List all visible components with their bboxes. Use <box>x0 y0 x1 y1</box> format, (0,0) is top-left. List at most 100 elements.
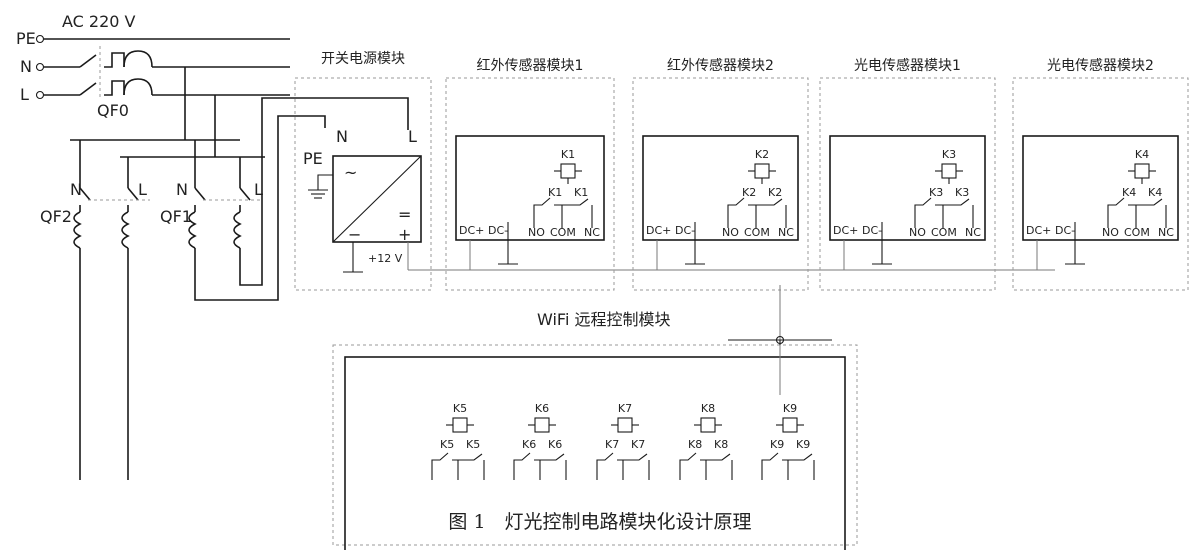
relay-coil <box>1134 163 1150 179</box>
wifi-nc-contact <box>788 453 813 461</box>
wifi-com-contact <box>534 459 541 480</box>
dcm-terminal: DC- <box>862 224 882 237</box>
psu-frame <box>294 77 432 291</box>
nc-contact <box>562 198 589 206</box>
wifi-com-contact <box>617 459 624 480</box>
wifi-relay-coil-label: K5 <box>453 402 467 415</box>
com-contact <box>1128 204 1137 228</box>
wifi-relay-coil <box>617 417 633 433</box>
no-terminal: NO <box>722 226 739 239</box>
com-contact <box>748 204 757 228</box>
sensor-title: 光电传感器模块2 <box>1047 57 1154 74</box>
wifi-board <box>344 356 846 550</box>
sensor-frame <box>632 77 809 291</box>
nc-contact <box>756 198 783 206</box>
qf1-l-to-psu <box>239 97 409 286</box>
psu-l-label: L <box>408 127 417 146</box>
pole-switch <box>239 187 251 201</box>
nc-contact-label: K1 <box>574 186 588 199</box>
pole-coil <box>188 211 197 249</box>
pe-label: PE <box>16 29 36 48</box>
pole-coil <box>73 211 82 249</box>
relay-coil-label: K1 <box>561 148 575 161</box>
psu-title: 开关电源模块 <box>321 51 405 67</box>
sensor-title: 红外传感器模块2 <box>667 57 774 74</box>
relay-coil <box>560 163 576 179</box>
dcm-terminal: DC- <box>1055 224 1075 237</box>
dcp-terminal: DC+ <box>459 224 484 237</box>
wifi-relay-coil <box>700 417 716 433</box>
qf1-n-label: N <box>176 180 188 199</box>
sensor-title: 光电传感器模块1 <box>854 57 961 74</box>
wifi-no-contact <box>513 452 531 480</box>
psu-diagonal <box>332 155 422 243</box>
no-contact-label: K1 <box>548 186 562 199</box>
psu-plus-label: + <box>398 225 411 244</box>
wifi-title: WiFi 远程控制模块 <box>537 310 671 329</box>
dcp-terminal: DC+ <box>646 224 671 237</box>
psu-n-label: N <box>336 127 348 146</box>
com-contact <box>554 204 563 228</box>
dcm-terminal: DC- <box>488 224 508 237</box>
no-contact <box>727 197 745 228</box>
relay-coil-label: K3 <box>942 148 956 161</box>
wifi-relay-coil-label: K8 <box>701 402 715 415</box>
no-contact <box>533 197 551 228</box>
qf0-contact <box>104 80 125 96</box>
qf0-contact <box>104 52 125 68</box>
qf2-n-label: N <box>70 180 82 199</box>
sensor-board <box>642 135 799 241</box>
wifi-com-contact <box>700 459 707 480</box>
n-terminal <box>35 62 45 72</box>
wifi-no-contact <box>761 452 779 480</box>
no-contact <box>914 197 932 228</box>
pole-switch <box>79 187 91 201</box>
nc-contact <box>943 198 970 206</box>
pe-terminal <box>35 34 45 44</box>
nc-terminal: NC <box>1158 226 1174 239</box>
wifi-relay-coil-label: K7 <box>618 402 632 415</box>
qf2-pole-l <box>121 157 139 249</box>
wifi-nc-contact <box>706 453 731 461</box>
qf2-label: QF2 <box>40 207 72 226</box>
n-label: N <box>20 57 32 76</box>
relay-coil-label: K2 <box>755 148 769 161</box>
nc-terminal: NC <box>778 226 794 239</box>
wifi-com-contact <box>452 459 459 480</box>
qf0-switch-blade <box>79 82 97 96</box>
psu-out-label: +12 V <box>368 252 403 265</box>
no-terminal: NO <box>909 226 926 239</box>
qf2-pole-n <box>73 140 91 249</box>
sensor-board <box>455 135 605 241</box>
wifi-frame <box>332 344 858 546</box>
no-contact-label: K3 <box>929 186 943 199</box>
l-label: L <box>20 85 29 104</box>
sensor-title: 红外传感器模块1 <box>477 57 584 74</box>
relay-coil <box>754 163 770 179</box>
dcp-terminal: DC+ <box>1026 224 1051 237</box>
wifi-relay-coil <box>782 417 798 433</box>
wifi-relay-coil <box>534 417 550 433</box>
qf0-switch-blade <box>79 54 97 68</box>
pole-switch <box>127 187 139 201</box>
psu-minus-label: − <box>348 225 361 244</box>
psu-pe-label: PE <box>303 149 323 168</box>
wifi-nc-label: K9 <box>796 438 810 451</box>
qf1-label: QF1 <box>160 207 192 226</box>
nc-contact-label: K2 <box>768 186 782 199</box>
pole-coil <box>233 211 242 249</box>
wifi-no-label: K7 <box>605 438 619 451</box>
wifi-no-contact <box>431 452 449 480</box>
psu-converter-box <box>332 155 422 243</box>
